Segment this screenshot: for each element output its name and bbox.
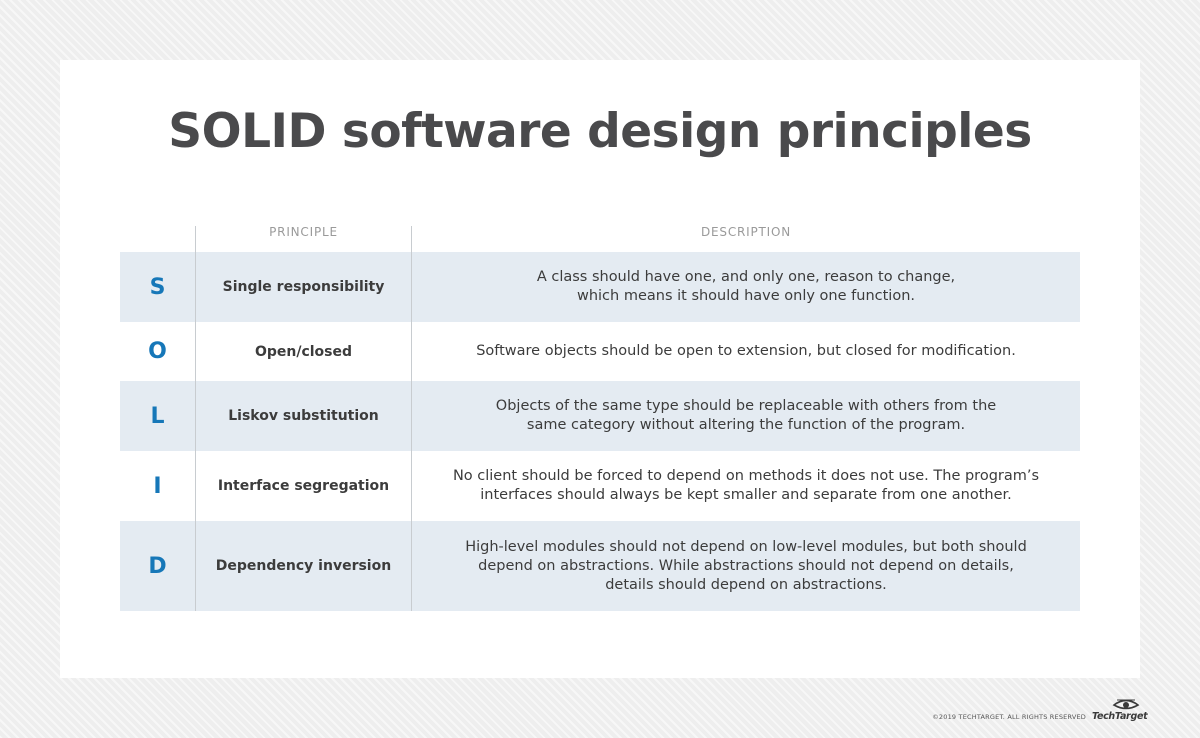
copyright-notice: ©2019 TECHTARGET. ALL RIGHTS RESERVED — [932, 713, 1086, 721]
description-line: No client should be forced to depend on … — [452, 468, 1040, 484]
table-row: D Dependency inversion High-level module… — [120, 521, 1080, 611]
row-letter: I — [153, 473, 162, 499]
principle-column-header: PRINCIPLE — [269, 225, 338, 239]
row-letter: L — [150, 403, 165, 429]
description-line: details should depend on abstractions. — [605, 576, 887, 593]
description-line: which means it should have only one func… — [576, 288, 915, 304]
column-divider — [195, 226, 196, 611]
principle-description: A class should have one, and only one, r… — [412, 252, 1080, 322]
row-letter: O — [148, 339, 167, 364]
table-row: L Liskov substitution Objects of the sam… — [120, 381, 1080, 451]
eye-icon — [1112, 699, 1140, 710]
principle-description: No client should be forced to depend on … — [412, 451, 1080, 521]
table-row: S Single responsibility A class should h… — [120, 252, 1080, 322]
logo-wordmark: TechTarget — [1092, 711, 1148, 722]
principle-name: Interface segregation — [217, 478, 390, 494]
description-column-header: DESCRIPTION — [700, 225, 792, 239]
description-line: interfaces should always be kept smaller… — [480, 487, 1012, 503]
description-line: Objects of the same type should be repla… — [495, 398, 997, 414]
page-title: SOLID software design principles — [168, 104, 1032, 159]
description-line: A class should have one, and only one, r… — [536, 269, 956, 285]
row-letter: S — [149, 274, 166, 300]
principle-description: Software objects should be open to exten… — [412, 322, 1080, 381]
principle-name: Open/closed — [254, 343, 353, 360]
row-letter: D — [148, 553, 167, 579]
description-line: High-level modules should not depend on … — [465, 538, 1027, 555]
description-line: same category without altering the funct… — [526, 417, 966, 433]
principles-table: PRINCIPLE DESCRIPTION S Single responsib… — [120, 226, 1080, 611]
principle-description: High-level modules should not depend on … — [412, 521, 1080, 611]
techtarget-logo: TechTarget — [1092, 696, 1148, 724]
description-line: depend on abstractions. While abstractio… — [478, 557, 1014, 574]
table-row: O Open/closed Software objects should be… — [120, 322, 1080, 381]
principle-name: Liskov substitution — [228, 408, 379, 424]
description-line: Software objects should be open to exten… — [476, 343, 1016, 359]
principle-description: Objects of the same type should be repla… — [412, 381, 1080, 451]
table-row: I Interface segregation No client should… — [120, 451, 1080, 521]
column-divider — [411, 226, 412, 611]
principle-name: Dependency inversion — [215, 558, 392, 574]
principle-name: Single responsibility — [222, 279, 385, 295]
